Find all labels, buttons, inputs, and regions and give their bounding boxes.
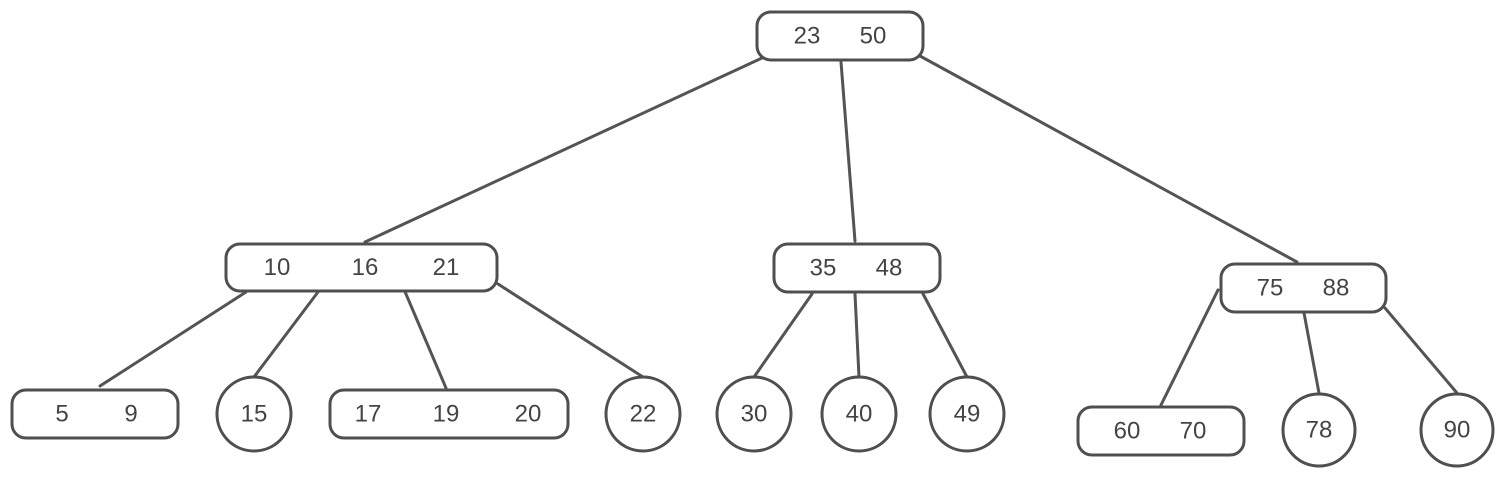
key-50: 50: [860, 22, 887, 49]
node-leaf-40: 40: [820, 375, 898, 453]
key-9: 9: [124, 400, 137, 427]
edge-n-10-16-21-to-leaf-15: [252, 290, 320, 379]
key-20: 20: [515, 400, 542, 427]
node-leaf-17-19-20: 17 19 20: [328, 388, 570, 440]
key-88: 88: [1323, 274, 1350, 301]
node-box-n-10-16-21: [224, 242, 499, 293]
key-19: 19: [433, 400, 460, 427]
node-box-n-75-88: [1219, 262, 1388, 314]
node-box-leaf-17-19-20: [328, 388, 570, 440]
edge-root-to-n-75-88: [918, 54, 1299, 264]
key-17: 17: [355, 400, 382, 427]
node-box-root: [755, 10, 925, 62]
edge-n-10-16-21-to-leaf-22: [496, 282, 645, 379]
node-box-leaf-5-9: [10, 388, 180, 440]
node-circle-leaf-90: [1419, 392, 1495, 468]
node-circle-leaf-40: [820, 375, 898, 453]
node-circle-leaf-22: [604, 375, 682, 453]
node-leaf-22: 22: [604, 375, 682, 453]
edge-n-75-88-to-leaf-60-70: [1159, 288, 1220, 407]
node-circle-leaf-49: [928, 375, 1006, 453]
key-23: 23: [794, 22, 821, 49]
key-48: 48: [876, 254, 903, 281]
node-n-10-16-21: 10 16 21: [224, 242, 499, 293]
node-leaf-49: 49: [928, 375, 1006, 453]
key-90: 90: [1444, 416, 1471, 443]
key-16: 16: [352, 254, 379, 281]
node-box-n-35-48: [772, 242, 942, 294]
node-leaf-78: 78: [1281, 392, 1357, 468]
node-box-leaf-60-70: [1076, 405, 1246, 457]
edge-n-75-88-to-leaf-90: [1383, 306, 1459, 395]
key-5: 5: [55, 400, 68, 427]
key-49: 49: [954, 400, 981, 427]
key-21: 21: [433, 254, 460, 281]
edge-n-35-48-to-leaf-49: [919, 288, 969, 379]
edges-layer: [98, 54, 1459, 407]
key-60: 60: [1114, 417, 1141, 444]
key-70: 70: [1180, 417, 1207, 444]
key-22: 22: [630, 400, 657, 427]
node-n-35-48: 35 48: [772, 242, 942, 294]
node-n-75-88: 75 88: [1219, 262, 1388, 314]
edge-root-to-n-10-16-21: [363, 56, 764, 244]
node-root: 23 50: [755, 10, 925, 62]
key-35: 35: [810, 254, 837, 281]
edge-n-10-16-21-to-leaf-17-19-20: [401, 285, 448, 390]
edge-n-35-48-to-leaf-30: [752, 292, 814, 379]
key-75: 75: [1257, 274, 1284, 301]
node-leaf-30: 30: [715, 375, 793, 453]
node-circle-leaf-30: [715, 375, 793, 453]
node-leaf-15: 15: [215, 375, 293, 453]
key-78: 78: [1306, 416, 1333, 443]
node-leaf-90: 90: [1419, 392, 1495, 468]
edge-n-10-16-21-to-leaf-5-9: [98, 290, 248, 388]
key-30: 30: [741, 400, 768, 427]
key-40: 40: [846, 400, 873, 427]
key-15: 15: [241, 400, 268, 427]
node-circle-leaf-15: [215, 375, 293, 453]
node-circle-leaf-78: [1281, 392, 1357, 468]
node-leaf-60-70: 60 70: [1076, 405, 1246, 457]
edge-n-35-48-to-leaf-40: [853, 292, 861, 379]
key-10: 10: [264, 254, 291, 281]
edge-n-75-88-to-leaf-78: [1302, 311, 1321, 395]
edge-root-to-n-35-48: [839, 60, 857, 243]
